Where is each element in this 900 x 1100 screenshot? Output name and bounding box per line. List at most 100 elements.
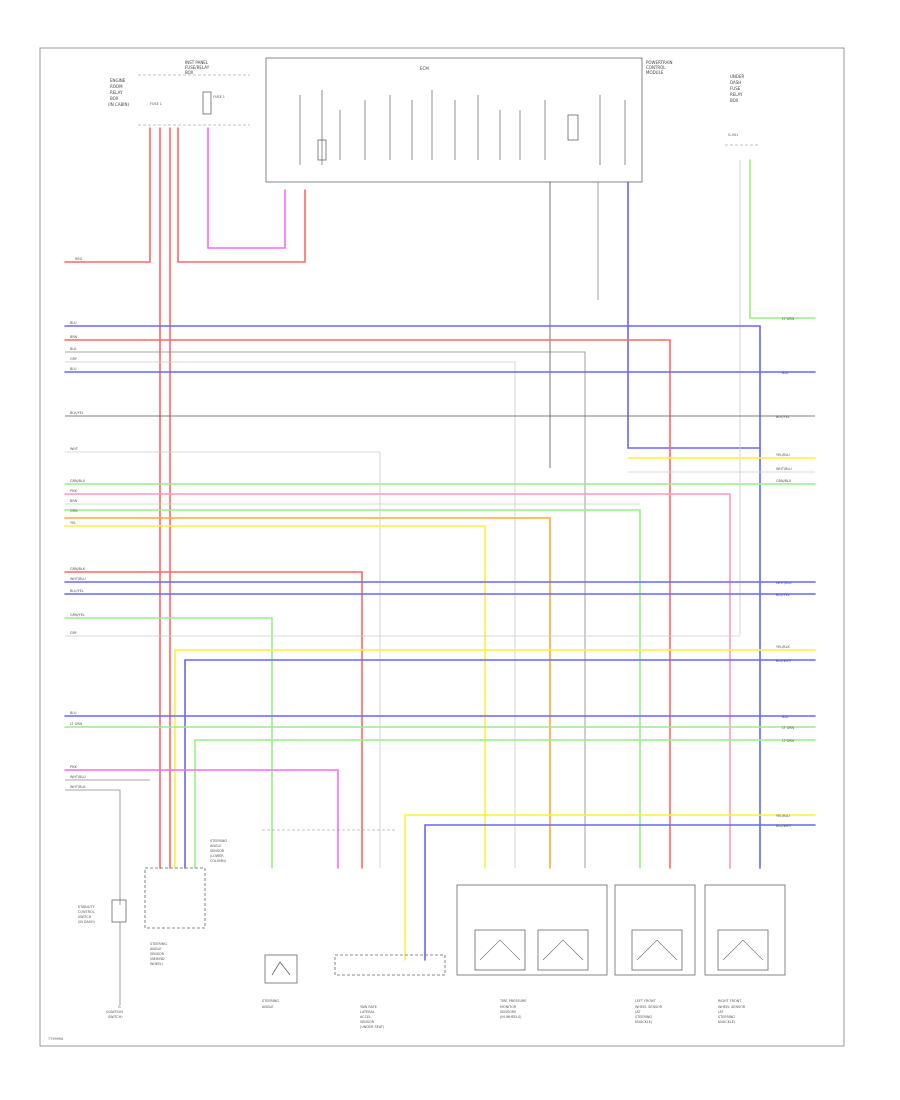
tpms-label-1: TIRE PRESSURE xyxy=(499,999,526,1003)
left-label-grnyel: GRN/YEL xyxy=(70,613,85,617)
top-right-group: UNDER DASH FUSE RELAY BOX G-501 xyxy=(725,74,760,146)
left-label-pnk: PNK xyxy=(70,489,78,493)
top-right-label-2: DASH xyxy=(730,80,741,85)
right-label-blu2: BLU xyxy=(782,715,789,719)
left-label-ltgrn: LT GRN xyxy=(70,722,83,726)
ecm-label-1: POWERTRAIN xyxy=(646,60,673,65)
horizontal-bus xyxy=(64,325,816,961)
rf-label-3: (AT xyxy=(718,1010,724,1014)
ecm-label-3: MODULE xyxy=(646,70,664,75)
right-label-ltgrn3: LT GRN xyxy=(782,739,795,743)
steering-label-5: COLUMN) xyxy=(210,859,227,863)
left-label-gry: GRY xyxy=(70,357,78,361)
left-module-label-1: STABILITY xyxy=(78,905,96,909)
footer-code: 7799994 xyxy=(48,1037,63,1041)
yaw-label-1: YAW RATE xyxy=(360,1005,377,1009)
right-label-yelblu: YEL/BLU xyxy=(776,453,790,457)
lf-label-4: STEERING xyxy=(635,1015,652,1019)
right-label-yelblu2: YEL/BLU xyxy=(776,814,790,818)
steering-label-3: SENSOR xyxy=(210,849,225,853)
tpms-sensor-group: TIRE PRESSURE MONITOR SENSORS (IN WHEELS… xyxy=(456,884,608,1019)
rf-label-5: KNUCKLE) xyxy=(718,1020,736,1024)
steering-bottom-2: ANGLE xyxy=(262,1005,274,1009)
right-label-yelblk: YEL/BLK xyxy=(776,645,790,649)
left-label-wht: WHT xyxy=(70,447,79,451)
steering-label-2: ANGLE xyxy=(210,844,222,848)
mid-small-label-4: (BEHIND xyxy=(150,957,165,961)
mid-small-label-5: WHEEL) xyxy=(150,962,164,966)
top-right-label-4: RELAY xyxy=(730,92,743,97)
left-label-blkyel: BLK/YEL xyxy=(70,411,84,415)
top-right-label-3: FUSE xyxy=(730,86,741,91)
fuse-box: INST PANEL FUSE/RELAY BOX FUSE 1 FUSE 1 xyxy=(138,60,250,126)
top-right-sub: G-501 xyxy=(728,133,738,137)
fuse-sub-label: FUSE 1 xyxy=(213,95,225,99)
yaw-rate-sensor: YAW RATE LATERAL ACCEL SENSOR (UNDER SEA… xyxy=(334,954,446,1029)
top-right-label-1: UNDER xyxy=(730,74,745,79)
left-wire-labels: RED BLU BRN BLK GRY BLU BLK/YEL WHT GRN/… xyxy=(70,257,86,789)
mid-left-connector: STEERING ANGLE SENSOR (BEHIND WHEEL) xyxy=(144,867,206,966)
lf-label-1: LEFT FRONT xyxy=(635,999,657,1003)
top-left-relay-group: ENGINE ROOM RELAY BOX (IN CABIN) xyxy=(108,78,129,107)
left-label-pnk2: PNK xyxy=(70,765,78,769)
fuse-box-label-1: INST PANEL xyxy=(185,60,209,65)
rf-label-2: WHEEL SENSOR xyxy=(718,1005,746,1009)
right-label-ltgrn2: LT GRN xyxy=(782,726,795,730)
left-switch-module: STABILITY CONTROL SWITCH (IN DASH) G (IG… xyxy=(78,899,127,1019)
fuse-box-label-2: FUSE/RELAY xyxy=(185,65,210,70)
left-label-brn2: BRN xyxy=(70,499,78,503)
mid-small-label-1: STEERING xyxy=(150,942,167,946)
left-label-yel: YEL xyxy=(70,521,76,525)
left-label-whtblu2: WHT/BLU xyxy=(70,775,86,779)
left-label-grnblu: GRN/BLU xyxy=(70,479,86,483)
steering-label-4: (LOWER xyxy=(210,854,224,858)
ground-label-3: SWITCH) xyxy=(108,1015,123,1019)
tpms-label-3: SENSORS xyxy=(500,1010,516,1014)
blue-wire-ecm xyxy=(627,181,761,449)
left-label-blk: BLK xyxy=(70,347,77,351)
left-label-gry2: GRY xyxy=(70,631,78,635)
right-label-bluwht2: BLU/WHT xyxy=(776,824,793,828)
steering-label-1: STEERING xyxy=(210,839,227,843)
top-left-label-2: ROOM xyxy=(110,84,123,89)
ecm-box: ECM POWERTRAIN CONTROL MODULE xyxy=(265,57,673,183)
ecm-label-2: CONTROL xyxy=(646,65,666,70)
right-label-bluwht: BLU/WHT xyxy=(776,659,793,663)
yaw-label-5: (UNDER SEAT) xyxy=(360,1025,385,1029)
left-module-label-4: (IN DASH) xyxy=(78,920,96,924)
left-label-blu: BLU xyxy=(70,321,77,325)
left-module-label-2: CONTROL xyxy=(78,910,95,914)
left-module-label-3: SWITCH xyxy=(78,915,92,919)
right-label-ltgrn: LT GRN xyxy=(782,317,795,321)
green-wire-right xyxy=(749,159,816,319)
lf-label-3: (AT xyxy=(635,1010,641,1014)
tpms-label-4: (IN WHEELS) xyxy=(500,1015,522,1019)
left-front-wheel-sensor: LEFT FRONT WHEEL SENSOR (AT STEERING KNU… xyxy=(614,884,696,1024)
top-left-label-3: RELAY xyxy=(110,90,123,95)
left-label-bluyel: BLU/YEL xyxy=(70,589,84,593)
ground-label-2: (IGNITION xyxy=(106,1010,123,1014)
left-label-grn: GRN xyxy=(70,509,78,513)
red-power-wires xyxy=(64,127,306,869)
steering-angle-sensor: STEERING ANGLE SENSOR (LOWER COLUMN) STE… xyxy=(210,829,395,1009)
yaw-label-2: LATERAL xyxy=(360,1010,375,1014)
yaw-label-3: ACCEL xyxy=(360,1015,371,1019)
fuse-label: FUSE 1 xyxy=(150,102,162,106)
right-label-grnblu: GRN/BLU xyxy=(776,479,792,483)
tpms-label-2: MONITOR xyxy=(500,1005,517,1009)
mid-small-label-2: ANGLE xyxy=(150,947,162,951)
left-label-red: RED xyxy=(75,257,82,261)
top-right-label-5: BOX xyxy=(730,98,739,103)
right-wire-labels: LT GRN BLU BLK/YEL YEL/BLU WHT/BLU GRN/B… xyxy=(776,317,795,828)
right-label-whtblu2: WHT/BLU xyxy=(776,581,792,585)
right-front-wheel-sensor: RIGHT FRONT WHEEL SENSOR (AT STEERING KN… xyxy=(704,884,786,1024)
fuse-element xyxy=(202,91,212,115)
left-label-brn: BRN xyxy=(70,335,78,339)
right-label-bluyel: BLU/YEL xyxy=(776,593,790,597)
mid-small-label-3: SENSOR xyxy=(150,952,165,956)
ecm-title: ECM xyxy=(420,66,429,71)
left-label-whtblu: WHT/BLU xyxy=(70,577,86,581)
top-left-label-4: BOX xyxy=(110,96,119,101)
lf-label-5: KNUCKLE) xyxy=(635,1020,653,1024)
